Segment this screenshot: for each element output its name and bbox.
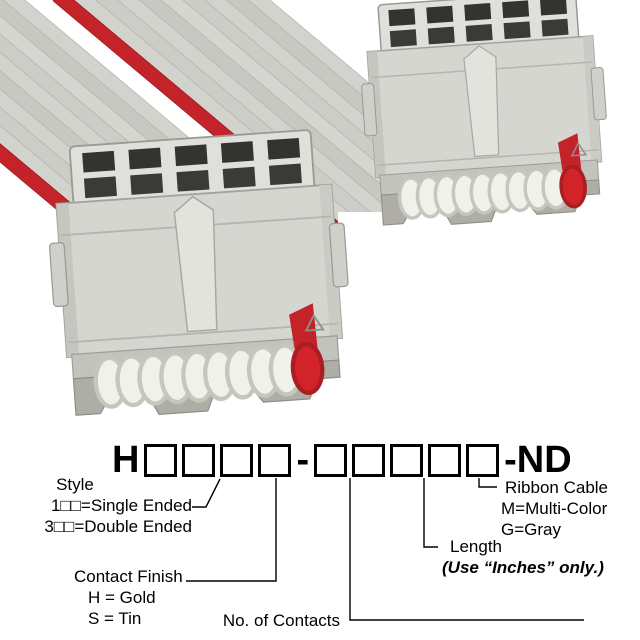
idc-connector-left xyxy=(43,128,357,421)
part-number-box xyxy=(314,443,348,477)
contact-finish-title: Contact Finish xyxy=(74,567,183,586)
contacts-title: No. of Contacts xyxy=(222,611,340,630)
ribbon-cable-label-block: Ribbon Cable M=Multi-Color G=Gray xyxy=(501,477,608,540)
part-number-row: H - -ND xyxy=(112,440,572,480)
part-number-box xyxy=(144,443,178,477)
part-number-separator: - xyxy=(296,439,310,481)
ribbon-option-multicolor: M=Multi-Color xyxy=(501,499,608,518)
pn-group2 xyxy=(314,443,500,477)
length-label-block: Length (Use “Inches” only.) xyxy=(442,536,604,578)
part-number-prefix: H xyxy=(112,439,140,481)
background-mask xyxy=(338,212,640,352)
style-option-single-ended: 1□□=Single Ended xyxy=(50,496,192,515)
style-pointer-line xyxy=(192,478,221,508)
part-number-box xyxy=(428,443,462,477)
idc-connector-right xyxy=(354,0,615,232)
part-number-box xyxy=(220,443,254,477)
contact-finish-option-gold: H = Gold xyxy=(88,588,156,607)
part-number-box xyxy=(352,443,386,477)
part-number-box xyxy=(182,443,216,477)
ribbon-title: Ribbon Cable xyxy=(505,478,609,497)
part-number-box xyxy=(258,443,292,477)
contact-finish-label-block: Contact Finish H = Gold S = Tin xyxy=(74,566,183,629)
part-number-box xyxy=(466,443,500,477)
ribbon-option-gray: G=Gray xyxy=(501,520,561,539)
part-number-box xyxy=(390,443,424,477)
product-photo xyxy=(0,0,640,448)
pn-group1 xyxy=(144,443,292,477)
style-option-double-ended: 3□□=Double Ended xyxy=(44,517,192,536)
contacts-label-block: No. of Contacts xyxy=(192,610,340,631)
length-note: (Use “Inches” only.) xyxy=(442,558,604,577)
part-number-suffix: -ND xyxy=(504,439,572,481)
length-pointer-line xyxy=(423,478,438,548)
finish-pointer-line xyxy=(186,478,277,582)
style-title: Style xyxy=(56,475,94,494)
style-label-block: Style 1□□=Single Ended 3□□=Double Ended xyxy=(6,474,192,537)
contact-finish-option-tin: S = Tin xyxy=(88,609,142,628)
